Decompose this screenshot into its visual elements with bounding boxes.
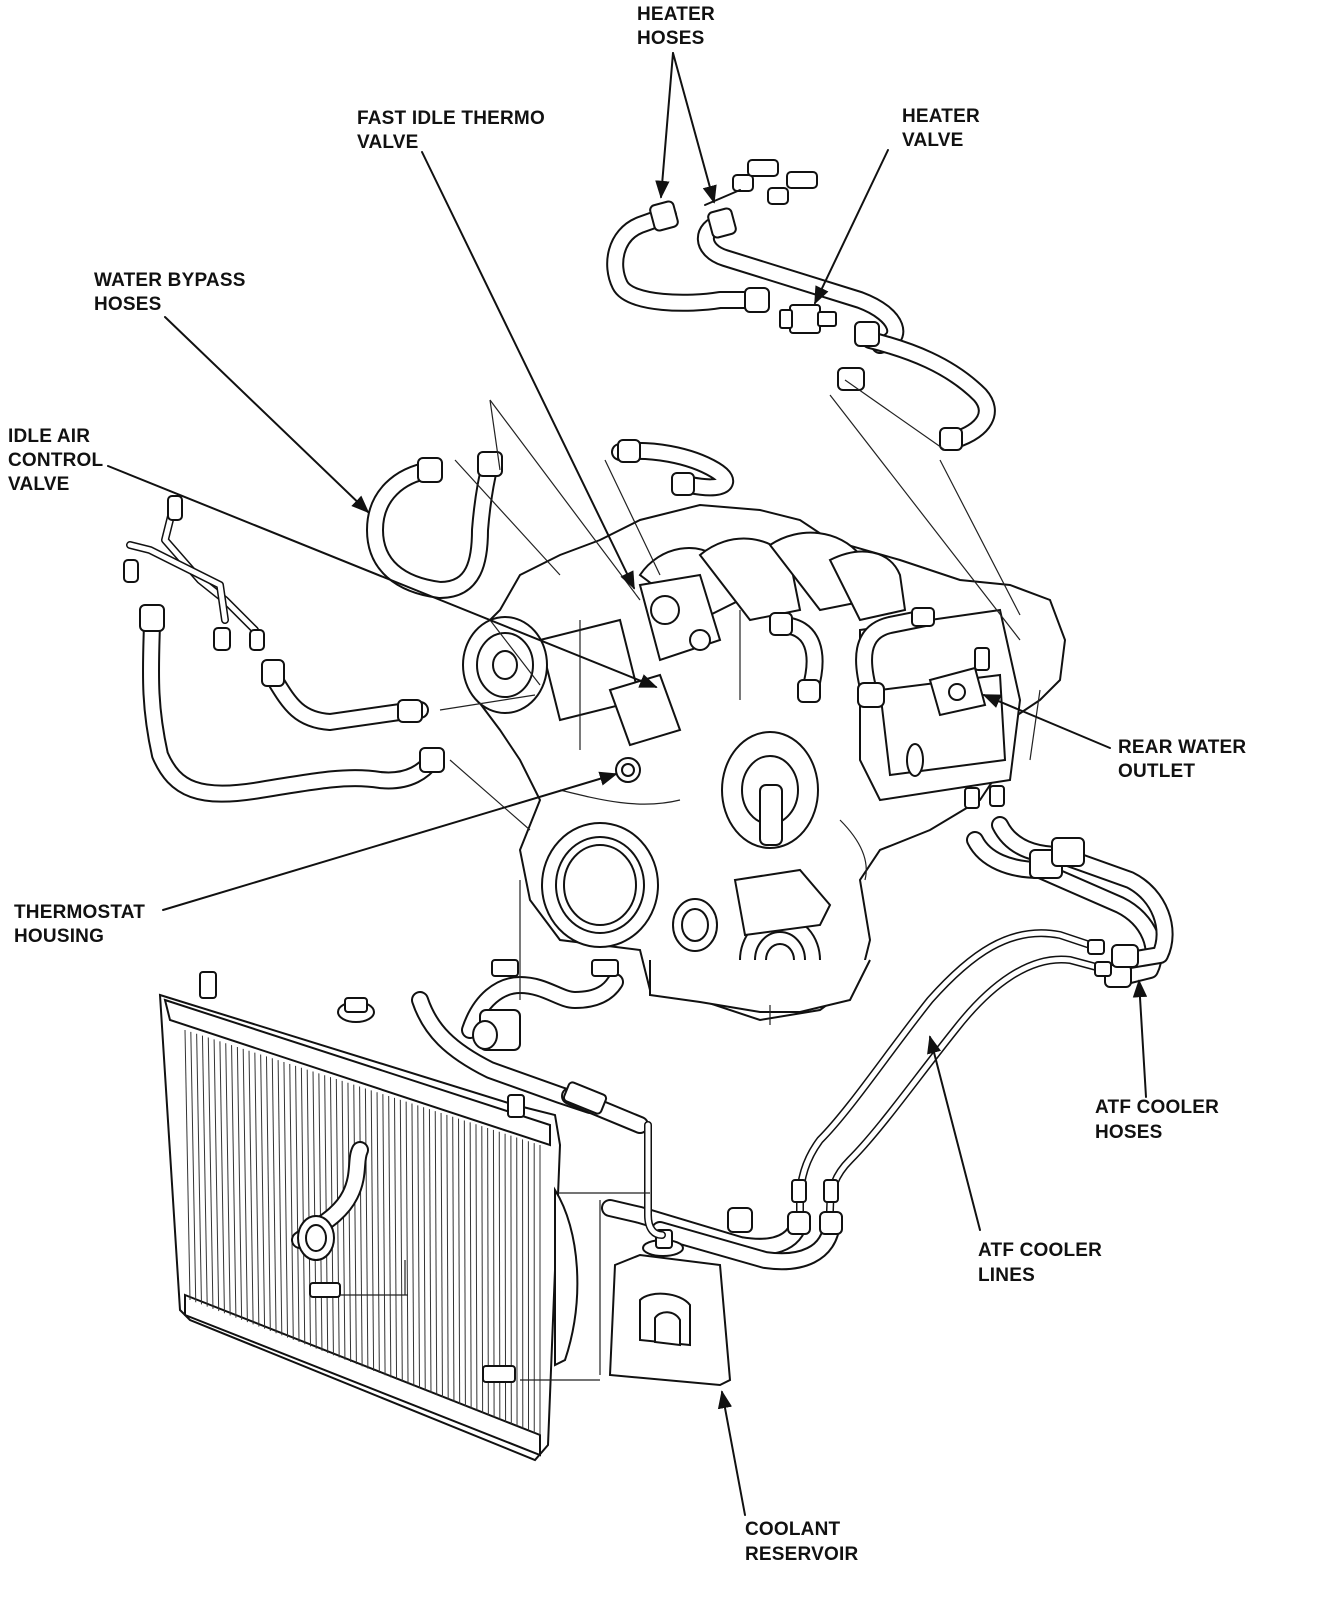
radiator-fin-line xyxy=(440,1112,443,1398)
radiator-fin-line xyxy=(271,1058,277,1334)
radiator-fin-line xyxy=(236,1046,243,1320)
heater-hoses xyxy=(606,159,996,451)
radiator-upper-hose xyxy=(411,959,649,1134)
radiator-fin-line xyxy=(289,1063,294,1340)
radiator-fin-line xyxy=(481,1126,484,1413)
labels: HEATER HOSES HEATER VALVE FAST IDLE THER… xyxy=(8,4,1252,1565)
radiator-fin-line xyxy=(260,1054,266,1329)
label-idle-air-control-valve: IDLE AIR CONTROL VALVE xyxy=(8,426,108,495)
radiator-fin-line xyxy=(265,1056,271,1331)
radiator xyxy=(158,971,579,1462)
guide-lines xyxy=(340,379,1041,1381)
radiator-fin-line xyxy=(341,1080,346,1360)
radiator-fin-line xyxy=(300,1067,306,1345)
radiator-fin-line xyxy=(359,1086,363,1367)
radiator-fin-line xyxy=(207,1037,214,1309)
radiator-fin-line xyxy=(231,1045,237,1318)
label-fast-idle-thermo-valve: FAST IDLE THERMO VALVE xyxy=(357,108,550,153)
radiator-fin-line xyxy=(196,1033,202,1305)
radiator-fin-line xyxy=(388,1095,392,1378)
radiator-fin-line xyxy=(417,1105,421,1389)
radiator-fin-line xyxy=(295,1065,300,1343)
idle-air-control-tubes xyxy=(123,495,265,651)
radiator-fin-line xyxy=(394,1097,398,1380)
radiator-fin-line xyxy=(347,1082,352,1362)
radiator-fin-line xyxy=(248,1050,254,1325)
label-atf-cooler-lines: ATF COOLER LINES xyxy=(978,1240,1108,1286)
manifold-hoses xyxy=(769,607,990,708)
radiator-fin-line xyxy=(399,1099,403,1382)
label-atf-cooler-hoses: ATF COOLER HOSES xyxy=(1095,1097,1225,1143)
left-bypass-hoses xyxy=(139,604,445,803)
label-coolant-reservoir: COOLANT RESERVOIR xyxy=(745,1519,858,1565)
radiator-fin-line xyxy=(312,1071,317,1349)
callout-arrows xyxy=(107,52,1148,1516)
atf-cooler-hoses xyxy=(964,785,1174,988)
radiator-fin-line xyxy=(201,1035,208,1307)
atf-cooler-lines xyxy=(601,929,1112,1271)
radiator-fin-line xyxy=(376,1092,380,1374)
radiator-fin-line xyxy=(469,1122,472,1409)
radiator-fin-line xyxy=(225,1043,231,1316)
label-water-bypass-hoses: WATER BYPASS HOSES xyxy=(94,270,251,315)
radiator-fin-line xyxy=(283,1062,289,1338)
radiator-fin-line xyxy=(306,1069,311,1347)
label-rear-water-outlet: REAR WATER OUTLET xyxy=(1118,737,1252,782)
radiator-fin-line xyxy=(452,1116,455,1402)
label-thermostat-housing: THERMOSTAT HOUSING xyxy=(14,902,151,947)
radiator-fin-line xyxy=(318,1073,323,1351)
radiator-fin-line xyxy=(254,1052,260,1327)
radiator-fin-line xyxy=(219,1041,225,1314)
label-heater-valve: HEATER VALVE xyxy=(902,106,985,151)
radiator-fin-line xyxy=(405,1101,409,1385)
radiator-fin-line xyxy=(411,1103,415,1387)
radiator-fin-line xyxy=(242,1048,248,1323)
radiator-fin-line xyxy=(184,1029,191,1301)
heater-valve xyxy=(779,304,865,391)
radiator-fin-line xyxy=(213,1039,220,1312)
radiator-fin-line xyxy=(353,1084,357,1365)
radiator-fin-line xyxy=(463,1120,466,1407)
radiator-fin-line xyxy=(458,1118,461,1405)
radiator-fins xyxy=(184,1029,541,1435)
radiator-fin-line xyxy=(434,1111,438,1396)
radiator-fin-line xyxy=(370,1090,375,1371)
radiator-fin-line xyxy=(277,1060,283,1336)
radiator-fin-line xyxy=(428,1109,432,1393)
radiator-fin-line xyxy=(446,1114,449,1400)
coolant-reservoir xyxy=(608,1121,732,1387)
label-heater-hoses: HEATER HOSES xyxy=(637,4,720,49)
radiator-fin-line xyxy=(475,1124,478,1411)
water-bypass-hoses xyxy=(366,439,735,599)
radiator-fin-line xyxy=(382,1094,386,1376)
radiator-fin-line xyxy=(364,1088,369,1369)
radiator-fin-line xyxy=(423,1107,426,1391)
radiator-fin-line xyxy=(190,1031,197,1303)
